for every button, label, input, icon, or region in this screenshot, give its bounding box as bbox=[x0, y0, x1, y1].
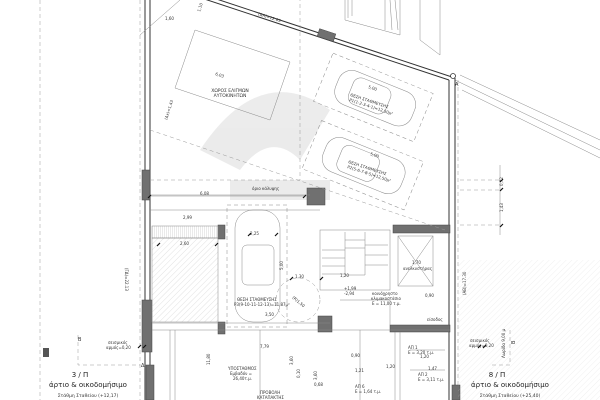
dim-090: 0,90 bbox=[425, 293, 434, 298]
right-strip: Λωρίδα 9,00 μ bbox=[501, 328, 506, 358]
storage-6-label: ΑΠ 6 bbox=[355, 384, 365, 389]
reception-label-2: κλιμακοστάσιο bbox=[371, 296, 402, 301]
storage-6-area: Ε = 1,64 τ.μ. bbox=[355, 389, 381, 394]
left-joint-1: σεισμικός bbox=[108, 340, 128, 345]
right-plot-number: 8 / Π bbox=[489, 371, 506, 379]
ramp-grate bbox=[151, 225, 219, 239]
ramp-area bbox=[151, 237, 219, 323]
dim-120b: 1,20 bbox=[420, 354, 429, 359]
boundary-top-label: (ΔΑ)=12.63 bbox=[258, 11, 282, 23]
maneuver-area-lines bbox=[139, 0, 446, 231]
car-3 bbox=[226, 204, 288, 328]
dim-top-left: 1,60 bbox=[165, 16, 174, 21]
parking-3-label-2: Ρ3(9-10-11-12-13)=11,87μ² bbox=[234, 302, 290, 307]
dimension-ticks bbox=[137, 178, 504, 349]
left-plot-status: άρτιο & οικοδομήσιμο bbox=[49, 381, 127, 389]
car-1 bbox=[313, 52, 434, 143]
reception-label-1: κοινόχρηστο bbox=[372, 291, 398, 296]
left-plot-b: B bbox=[78, 337, 82, 343]
dim-090b: 0,90 bbox=[351, 353, 360, 358]
level-2: -2,94 bbox=[344, 291, 355, 296]
maneuver-label-1: ΧΩΡΟΣ ΕΛΙΓΜΩΝ bbox=[211, 88, 249, 94]
storage-1-label: ΑΠ 1 bbox=[408, 345, 418, 350]
storage-2-label: ΑΠ 2 bbox=[418, 372, 428, 377]
substation-label-3: 26,40τ.μ. bbox=[233, 376, 252, 381]
corner-a-label: A bbox=[455, 82, 459, 88]
dim-500: 5,00 bbox=[279, 261, 284, 270]
dim-120: 1,20 bbox=[340, 273, 349, 278]
right-joint-1: σεισμικός bbox=[470, 338, 490, 343]
dim-068: 0,68 bbox=[314, 382, 323, 387]
right-joint-2: αρμός=0,20 bbox=[469, 343, 494, 348]
car-2 bbox=[301, 120, 424, 211]
dim-360: 3,60 bbox=[289, 356, 294, 365]
dim-121: 1,21 bbox=[355, 368, 364, 373]
dim-150: (R)1,50 bbox=[291, 295, 306, 309]
dim-299: 2,99 bbox=[183, 215, 192, 220]
corner-d: Δ bbox=[141, 363, 145, 369]
elevator-label: ανελκυστήρας bbox=[403, 266, 432, 271]
reception-label-3: Ε = 11,00 τ.μ. bbox=[372, 301, 401, 306]
neighbour-building bbox=[344, 0, 600, 159]
dim-120c: 1,20 bbox=[386, 364, 395, 369]
left-marker bbox=[43, 348, 49, 357]
dim-car1: 5,00 bbox=[368, 84, 378, 92]
staircase bbox=[319, 229, 445, 400]
storage-1-area: Ε = 3,20 τ.μ. bbox=[408, 350, 434, 355]
walkway-label: όριο κάλυψης bbox=[252, 186, 279, 191]
dim-010: 0,10 bbox=[296, 369, 301, 378]
projection-label-1: ΠΡΟΒΟΛΗ bbox=[260, 390, 280, 395]
boundary-left-label: (ΓΔ)=22.13 bbox=[124, 268, 129, 291]
right-plot-status: άρτιο & οικοδομήσιμο bbox=[471, 381, 549, 389]
parking-3-label-1: ΘΕΣΗ ΣΤΑΘΜΕΥΣΗΣ bbox=[237, 297, 277, 302]
right-plot-hatch bbox=[458, 260, 600, 400]
dim-147: 1,47 bbox=[428, 366, 437, 371]
level-1: +1,99 bbox=[344, 286, 357, 291]
elevator-dim: 1,70 bbox=[412, 260, 421, 265]
left-plot-level: Στάθμη Σταθείου (+12,17) bbox=[58, 392, 119, 399]
dim-top-small: 1,10 bbox=[196, 2, 204, 12]
substation-label-1: ΥΠΟΣΤΑΘΜΟΣ bbox=[227, 366, 257, 371]
dim-360b: 3,60 bbox=[313, 371, 318, 380]
dim-225: 2,25 bbox=[250, 231, 259, 236]
columns bbox=[141, 28, 461, 400]
entrance-label: είσοδος bbox=[427, 317, 443, 322]
dim-350: 3,50 bbox=[265, 312, 274, 317]
maneuver-label-2: ΑΥΤΟΚΙΝΗΤΩΝ bbox=[214, 93, 247, 99]
dim-260: 2,60 bbox=[180, 241, 189, 246]
right-plot-b: B bbox=[511, 340, 517, 344]
right-plot-level: Στάθμη Σταθείου (+25,40) bbox=[480, 392, 541, 399]
left-plot-number: 3 / Π bbox=[72, 371, 89, 379]
dim-130: 1,30 bbox=[295, 274, 304, 279]
dim-779: 7,79 bbox=[260, 344, 269, 349]
left-joint-2: αρμός=0,20 bbox=[106, 345, 131, 350]
dim-car2: 5,00 bbox=[370, 151, 380, 159]
dim-diag: 6,03 bbox=[215, 71, 225, 79]
watermark-logo bbox=[200, 92, 330, 200]
dim-143: 1,43 bbox=[499, 203, 504, 212]
dim-1180: 11,80 bbox=[206, 353, 211, 365]
dim-diag2: (Δx)=1,43 bbox=[163, 99, 174, 120]
dim-608: 6,08 bbox=[200, 191, 209, 196]
substation-label-2: Εμβαδόν = bbox=[230, 371, 252, 376]
projection-label-2: ΚΑΤΑΠΑΚΤΗΣ bbox=[257, 395, 284, 400]
storage-2-area: Ε = 3,11 τ.μ. bbox=[418, 377, 444, 382]
